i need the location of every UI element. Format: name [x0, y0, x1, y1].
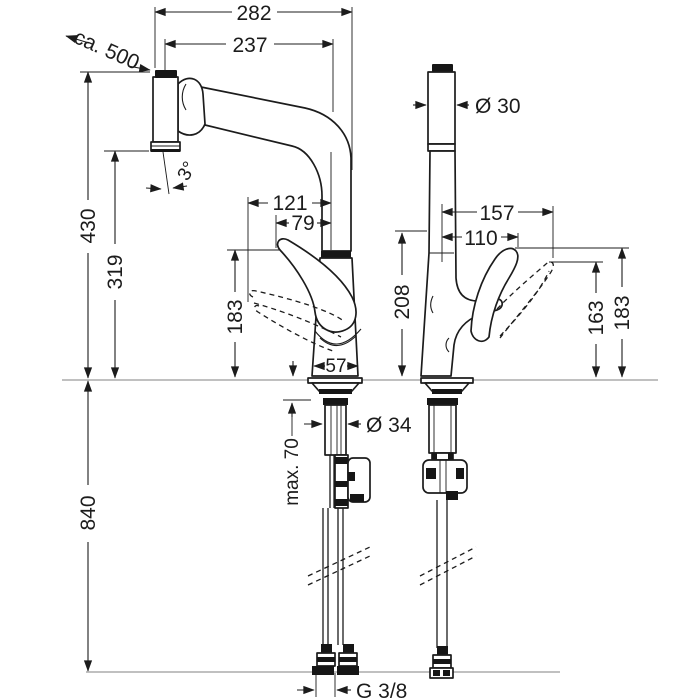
dim-319-label: 319: [104, 254, 127, 289]
dim-282-label: 282: [236, 2, 271, 25]
dim-79-label: 79: [291, 212, 314, 235]
dimension-lines: [65, 7, 629, 697]
hose-break-mark: [307, 546, 371, 586]
dim-ca500-label: ca. 500: [70, 26, 142, 75]
dim-183-side-label: 183: [611, 295, 634, 330]
dim-208-label: 208: [391, 284, 414, 319]
dim-430-label: 430: [77, 208, 100, 243]
dim-110-label: 110: [464, 227, 497, 250]
dim-237-label: 237: [232, 34, 267, 57]
dim-157-label: 157: [479, 202, 514, 225]
dim-g38-label: G 3/8: [356, 680, 407, 700]
dim-dia34-label: Ø 34: [366, 414, 412, 437]
dimension-labels: 282 237 ca. 500 430 319 3° 121 79 183 57…: [70, 2, 634, 700]
dim-dia30-label: Ø 30: [475, 95, 521, 118]
dim-max70-label: max. 70: [282, 438, 303, 506]
dim-840-label: 840: [77, 495, 100, 530]
hose-break-mark: [419, 546, 477, 586]
dim-121-label: 121: [272, 192, 307, 215]
faucet-front-view: [150, 70, 371, 675]
dim-3deg-label: 3°: [174, 158, 201, 184]
dim-163-label: 163: [585, 300, 608, 335]
dim-183-front-label: 183: [224, 299, 247, 334]
faucet-side-view: [419, 64, 554, 679]
dim-57-label: 57: [325, 356, 346, 377]
